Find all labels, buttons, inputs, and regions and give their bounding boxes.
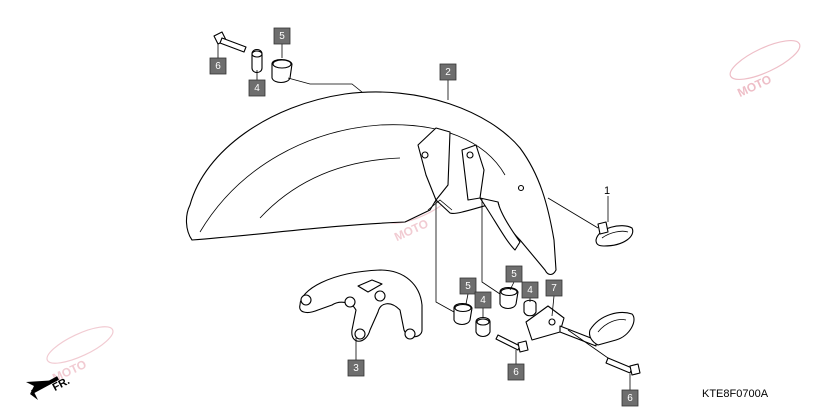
callout-4-left-label: 4	[480, 295, 486, 306]
callout-5-top-label: 5	[279, 31, 285, 42]
callout-6-right-label: 6	[627, 393, 633, 404]
callout-7[interactable]: 7	[545, 279, 563, 297]
callout-5-left[interactable]: 5	[459, 277, 477, 295]
callout-4-right-label: 4	[527, 285, 533, 296]
callout-5-left-label: 5	[465, 281, 471, 292]
callout-6-right[interactable]: 6	[621, 389, 639, 407]
callout-7-label: 7	[551, 283, 557, 294]
callout-2[interactable]: 2	[439, 63, 457, 81]
callout-5-right-label: 5	[511, 269, 517, 280]
callout-4-left[interactable]: 4	[474, 291, 492, 309]
callout-3[interactable]: 3	[347, 359, 365, 377]
diagram-code: KTE8F0700A	[702, 388, 769, 400]
front-direction-arrow-icon: FR.	[26, 375, 72, 400]
watermark-logo-icon: MOTO	[729, 40, 801, 100]
callout-4-top-label: 4	[254, 83, 260, 94]
fender-bracket	[299, 269, 423, 342]
center-mount-hardware	[435, 198, 537, 353]
callout-1-label[interactable]: 1	[604, 185, 610, 197]
callout-2-label: 2	[445, 67, 451, 78]
watermark-logo-icon: MOTO	[46, 326, 114, 385]
callout-6-top[interactable]: 6	[209, 57, 227, 75]
callout-6-top-label: 6	[215, 61, 221, 72]
callout-6-center[interactable]: 6	[507, 363, 525, 381]
hose-guide	[525, 305, 641, 376]
callout-leaders	[217, 44, 631, 390]
callout-5-top[interactable]: 5	[273, 27, 291, 45]
callout-4-right[interactable]: 4	[521, 281, 539, 299]
top-mount-hardware	[213, 31, 363, 93]
callout-5-right[interactable]: 5	[505, 265, 523, 283]
fender-clip	[547, 196, 634, 247]
front-fender	[185, 91, 557, 276]
callout-6-center-label: 6	[513, 367, 519, 378]
callout-4-top[interactable]: 4	[248, 79, 266, 97]
callout-3-label: 3	[353, 363, 359, 374]
